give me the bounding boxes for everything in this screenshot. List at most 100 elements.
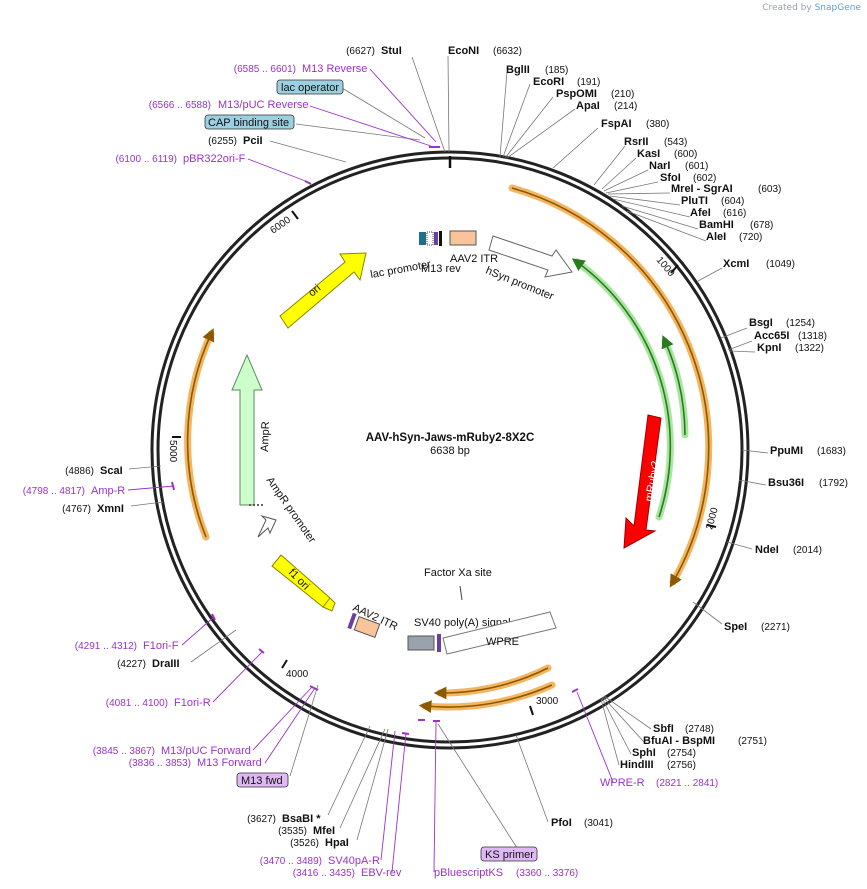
- backbone-ring-outer: [150, 150, 750, 750]
- enzyme-name-xmni: XmnI: [97, 503, 124, 515]
- enzyme-name-ecori: EcoRI: [533, 76, 564, 88]
- factor-xa-label: Factor Xa site: [424, 567, 492, 579]
- enzyme-pos-ecori: (191): [577, 77, 600, 88]
- enzyme-sfoi: SfoI (602): [660, 172, 716, 184]
- ampr-promoter-feature: [257, 514, 277, 538]
- enzyme-pos-sbfi: (2748): [685, 724, 714, 735]
- enzyme-nari: NarI (601): [649, 160, 708, 172]
- tick-1000: 1000: [654, 255, 679, 279]
- enzyme-name-pfoi: PfoI: [551, 817, 572, 829]
- ampr-feature: [231, 353, 263, 506]
- primer-m13-forward: (3836 .. 3853) M13 Forward: [129, 757, 262, 769]
- enzyme-sbfi: SbfI (2748): [653, 723, 714, 735]
- enzyme-mrei-sgrai: MreI - SgrAI (603): [671, 183, 781, 195]
- enzyme-fspai: FspAI (380): [601, 118, 669, 130]
- enzyme-pos-acc65i: (1318): [798, 331, 827, 342]
- enzyme-apai: ApaI (214): [576, 100, 637, 112]
- enzyme-name-spei: SpeI: [724, 621, 747, 633]
- primer-wpre-r: WPRE-R (2821 .. 2841): [600, 777, 718, 789]
- lac-operator-box: lac operator: [276, 79, 344, 95]
- primer-m13-puc-forward: (3845 .. 3867) M13/pUC Forward: [93, 745, 251, 757]
- enzyme-pos-nari: (601): [685, 161, 708, 172]
- enzyme-pos-xmni: (4767): [62, 504, 91, 515]
- enzyme-name-bfuai-bspmi: BfuAI - BspMI: [643, 735, 715, 747]
- tick-4000: 4000: [281, 659, 309, 680]
- aav2-itr-top-mark: [439, 231, 442, 246]
- primer-pos-amp-r: (4798 .. 4817): [23, 486, 85, 497]
- enzyme-econi: EcoNI (6632): [448, 45, 522, 57]
- tick-label-2000: 2000: [704, 506, 720, 531]
- enzyme-acc65i: Acc65I (1318): [754, 330, 827, 342]
- ori-feature: [279, 252, 367, 329]
- enzyme-name-pcii: PciI: [243, 135, 263, 147]
- enzyme-pos-stui: (6627): [346, 46, 375, 57]
- enzyme-sphi: SphI (2754): [632, 747, 696, 759]
- primer-pos-f1ori-f: (4291 .. 4312): [75, 641, 137, 652]
- aav2-itr-top-feature: [449, 230, 477, 246]
- primer-marks: [171, 146, 579, 735]
- enzyme-name-nari: NarI: [649, 160, 670, 172]
- enzyme-name-mfei: MfeI: [313, 825, 335, 837]
- enzyme-name-econi: EcoNI: [448, 45, 479, 57]
- enzyme-pos-ppumi: (1683): [817, 446, 846, 457]
- enzyme-pspomi: PspOMI (210): [556, 88, 634, 100]
- enzyme-name-mrei-sgrai: MreI - SgrAI: [671, 183, 733, 195]
- tick-3000: 3000: [529, 696, 559, 716]
- enzyme-xcmi: XcmI (1049): [723, 258, 795, 270]
- hsyn-promoter-feature: [488, 235, 573, 278]
- enzyme-kasi: KasI (600): [637, 148, 697, 160]
- enzyme-name-bsabi: BsaBI *: [282, 813, 321, 825]
- enzyme-pfoi: PfoI (3041): [551, 817, 613, 829]
- enzyme-pluti: PluTI (604): [681, 195, 744, 207]
- enzyme-pos-bsu36i: (1792): [819, 478, 848, 489]
- ampr-promoter-label: AmpR promoter: [264, 475, 319, 546]
- enzyme-name-bglii: BglII: [506, 64, 530, 76]
- enzyme-pos-kasi: (600): [674, 149, 697, 160]
- enzyme-name-hindiii: HindIII: [620, 759, 654, 771]
- tick-label-4000: 4000: [286, 669, 309, 680]
- primer-pos-pbluescriptks: (3360 .. 3376): [516, 868, 578, 879]
- enzyme-pos-fspai: (380): [646, 119, 669, 130]
- tick-label-3000: 3000: [536, 696, 559, 707]
- primer-pos-sv40pa-r: (3470 .. 3489): [260, 856, 322, 867]
- sv40-polya-mark: [437, 634, 441, 652]
- enzyme-pos-pspomi: (210): [611, 89, 634, 100]
- enzyme-alei: AleI (720): [706, 231, 762, 243]
- orange-arc-left-strand: [186, 328, 215, 538]
- ks-primer-text: KS primer: [485, 849, 534, 861]
- enzyme-mfei: (3535) MfeI: [278, 825, 335, 837]
- enzyme-name-bsu36i: Bsu36I: [768, 477, 804, 489]
- enzyme-pos-pfoi: (3041): [584, 818, 613, 829]
- enzyme-pos-hindiii: (2756): [667, 760, 696, 771]
- enzyme-pos-scai: (4886): [65, 466, 94, 477]
- enzyme-name-acc65i: Acc65I: [754, 330, 789, 342]
- cap-site-feature: [426, 231, 434, 246]
- primer-name-f1ori-r: F1ori-R: [174, 697, 211, 709]
- snapgene-logo: SnapGene: [814, 3, 861, 13]
- enzyme-pos-apai: (214): [614, 101, 637, 112]
- primer-leader-lines: [127, 68, 614, 873]
- enzyme-name-pspomi: PspOMI: [556, 88, 597, 100]
- enzyme-pos-pcii: (6255): [208, 136, 237, 147]
- enzyme-ndei: NdeI (2014): [755, 544, 822, 556]
- enzyme-pos-hpai: (3526): [290, 838, 319, 849]
- enzyme-rsrii: RsrII (543): [624, 136, 687, 148]
- enzyme-name-fspai: FspAI: [601, 118, 632, 130]
- enzyme-name-sphi: SphI: [632, 747, 656, 759]
- m13-fwd-box: M13 fwd: [236, 772, 289, 788]
- enzyme-name-xcmi: XcmI: [723, 258, 749, 270]
- enzyme-name-afei: AfeI: [690, 207, 711, 219]
- credit-prefix: Created by: [762, 3, 812, 13]
- primer-name-ebv-rev: EBV-rev: [361, 867, 402, 879]
- tick-label-1000: 1000: [654, 255, 677, 279]
- enzyme-pcii: (6255) PciI: [208, 135, 262, 147]
- orange-arc-right-strand: [511, 187, 710, 588]
- plasmid-length: 6638 bp: [430, 445, 470, 457]
- primer-name-wpre-r: WPRE-R: [600, 777, 645, 789]
- enzyme-stui: (6627) StuI: [346, 45, 402, 57]
- plasmid-name: AAV-hSyn-Jaws-mRuby2-8X2C: [366, 432, 535, 444]
- primer-f1ori-r: (4081 .. 4100) F1ori-R: [106, 697, 211, 709]
- enzyme-pos-mrei-sgrai: (603): [758, 184, 781, 195]
- enzyme-name-bsgi: BsgI: [749, 317, 773, 329]
